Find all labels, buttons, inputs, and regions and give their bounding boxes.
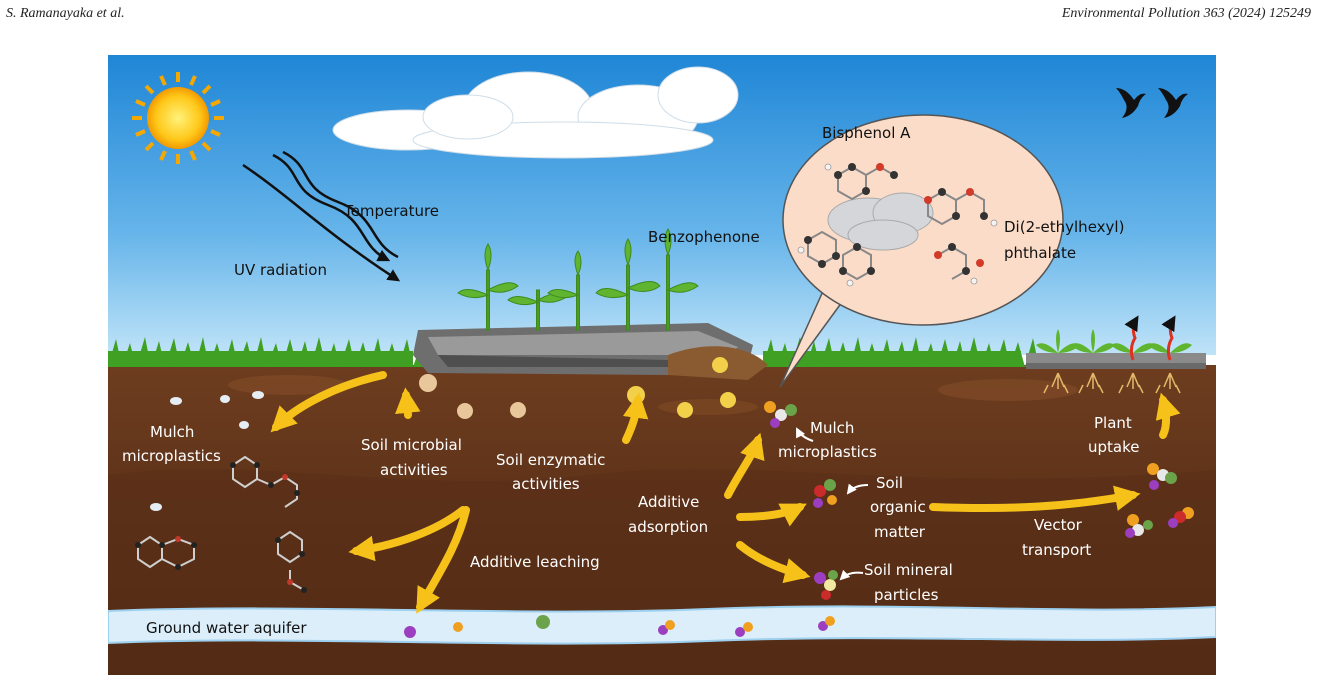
label-leaching: Additive leaching [470, 553, 600, 571]
seedlings [457, 228, 699, 331]
label-additive-ads-2: adsorption [628, 518, 708, 536]
microplastic-particles [150, 391, 264, 511]
sun-icon [132, 72, 224, 164]
cloud-icon [332, 66, 739, 159]
label-mulch-right-1: Mulch [810, 419, 854, 437]
label-vector-1: Vector [1034, 516, 1083, 534]
running-head-authors: S. Ramanayaka et al. [6, 6, 125, 21]
chemical-speech-bubble [779, 114, 1064, 388]
label-uv-radiation: UV radiation [234, 261, 327, 279]
label-aquifer: Ground water aquifer [146, 619, 307, 637]
label-enzymatic-1: Soil enzymatic [496, 451, 605, 469]
right-mulch-plants [1026, 315, 1206, 394]
molecule-cloud [827, 192, 934, 251]
label-organic-2: organic [870, 498, 926, 516]
label-additive-ads-1: Additive [638, 493, 699, 511]
label-plant-1: Plant [1094, 414, 1132, 432]
label-bisphenol-a: Bisphenol A [822, 124, 911, 142]
label-benzophenone: Benzophenone [648, 228, 760, 246]
label-mulch-left-2: microplastics [122, 447, 221, 465]
figure-labels: Temperature UV radiation Benzophenone Bi… [234, 124, 1124, 279]
label-dehp-1: Di(2-ethylhexyl) [1004, 218, 1124, 236]
label-mulch-left-1: Mulch [150, 423, 194, 441]
label-mineral-2: particles [874, 586, 939, 604]
label-mineral-1: Soil mineral [864, 561, 953, 579]
process-arrows [270, 371, 1181, 614]
ground-water-aquifer [108, 605, 1216, 645]
figure-illustration: Temperature UV radiation Benzophenone Bi… [108, 55, 1216, 675]
label-plant-2: uptake [1088, 438, 1139, 456]
label-enzymatic-2: activities [512, 475, 580, 493]
label-vector-2: transport [1022, 541, 1091, 559]
pointer-arrows [796, 427, 869, 581]
label-organic-1: Soil [876, 474, 903, 492]
additive-particles [404, 401, 1194, 638]
label-microbial-1: Soil microbial [361, 436, 462, 454]
grass [108, 337, 1039, 367]
running-head-journal: Environmental Pollution 363 (2024) 12524… [1061, 6, 1311, 21]
label-organic-3: matter [874, 523, 926, 541]
label-dehp-2: phthalate [1004, 244, 1076, 262]
plastic-mulch [413, 323, 768, 380]
birds-icon [1116, 88, 1188, 118]
uv-temperature-arrows [242, 150, 401, 282]
label-mulch-right-2: microplastics [778, 443, 877, 461]
label-microbial-2: activities [380, 461, 448, 479]
label-temperature: Temperature [343, 202, 439, 220]
